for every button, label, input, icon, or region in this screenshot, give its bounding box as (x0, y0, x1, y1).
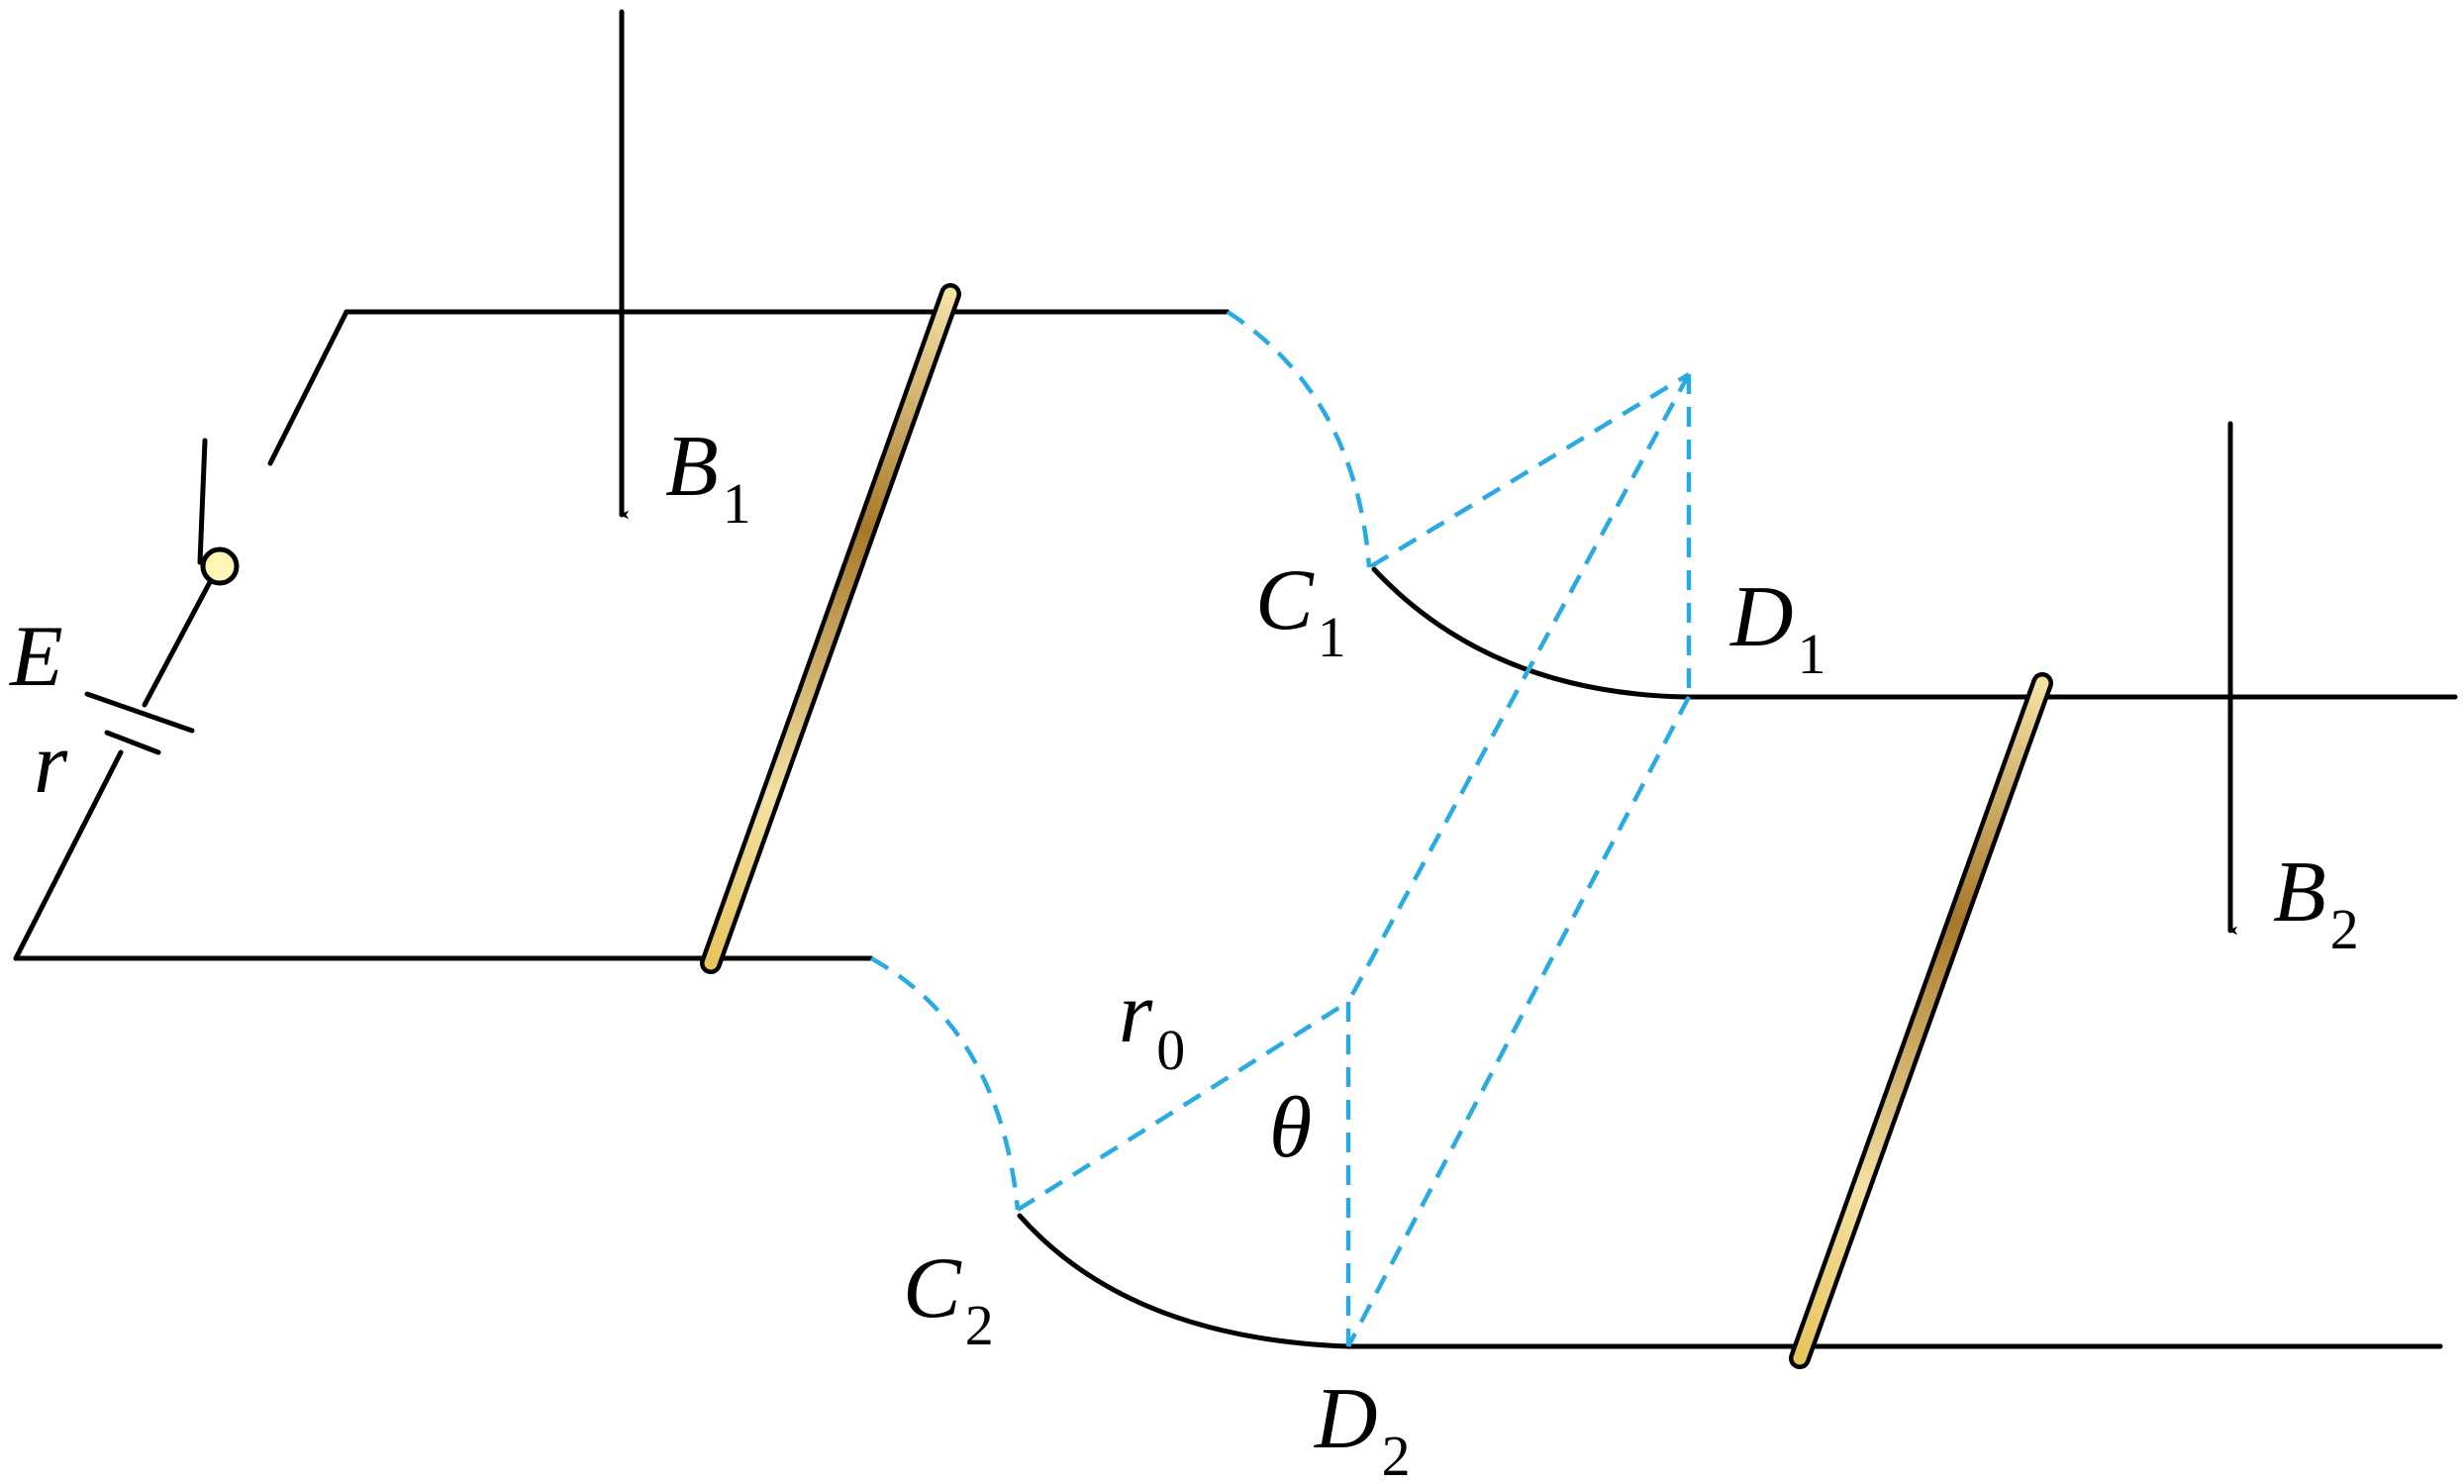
left-lower-wire (13, 749, 124, 961)
label-e: E (8, 609, 63, 705)
battery-long-plate (84, 691, 195, 734)
lower-dashed-arc (869, 956, 1021, 1211)
switch-open-contact (267, 309, 349, 466)
c1-to-center1 (1369, 372, 1691, 568)
label-d1: D1 (1729, 569, 1826, 686)
label-b2: B2 (2273, 844, 2359, 961)
upper-dashed-arc (1226, 310, 1372, 568)
label-b1: B1 (665, 419, 751, 536)
label-c1: C1 (1255, 552, 1346, 669)
switch-lever[interactable] (197, 438, 208, 565)
arc-c1-d1 (1371, 566, 1689, 700)
arc-c2-d2 (1017, 1213, 1351, 1349)
construction-lines (1016, 372, 1692, 1348)
label-theta: θ (1269, 1080, 1312, 1176)
battery-circuit (13, 309, 349, 961)
center1-to-center2 (1346, 372, 1691, 1004)
left-middle-wire (142, 579, 213, 708)
rod-1[interactable] (700, 283, 961, 974)
label-d2: D2 (1314, 1371, 1411, 1484)
label-r: r (34, 716, 68, 812)
label-r0: r0 (1119, 965, 1185, 1082)
rod-2[interactable] (1789, 672, 2053, 1369)
d1-to-d2 (1346, 695, 1691, 1348)
switch-knob[interactable] (200, 546, 240, 586)
label-c2: C2 (903, 1240, 994, 1357)
battery-short-plate (104, 730, 161, 755)
